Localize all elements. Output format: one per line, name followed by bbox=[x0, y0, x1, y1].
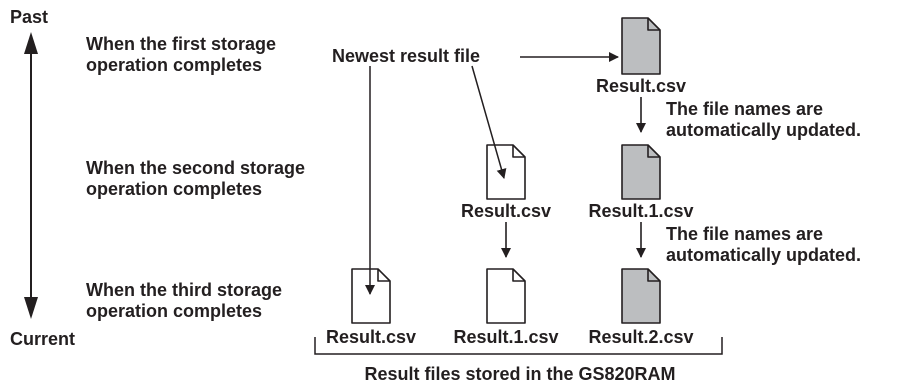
file-label-stage3-oldest: Result.2.csv bbox=[588, 327, 694, 347]
file-icon-stage1-newest bbox=[621, 17, 661, 75]
file-icon-stage3-oldest bbox=[621, 268, 661, 324]
stage-label-first: When the first storage operation complet… bbox=[86, 34, 277, 75]
update-note-1: The file names are automatically updated… bbox=[666, 99, 862, 140]
file-label-stage3-middle: Result.1.csv bbox=[453, 327, 559, 347]
current-label: Current bbox=[10, 329, 76, 349]
file-icon-stage3-middle bbox=[486, 268, 526, 324]
storage-caption: Result files stored in the GS820RAM bbox=[364, 364, 676, 384]
file-label-stage2-newest: Result.csv bbox=[460, 201, 552, 221]
file-label-stage2-older: Result.1.csv bbox=[588, 201, 694, 221]
stage-label-second: When the second storage operation comple… bbox=[86, 158, 306, 199]
newest-result-label: Newest result file bbox=[332, 46, 481, 66]
file-icon-stage3-newest bbox=[351, 268, 391, 324]
file-icon-stage2-newest bbox=[486, 144, 526, 200]
time-axis-arrow bbox=[24, 32, 38, 319]
update-note-2: The file names are automatically updated… bbox=[666, 224, 862, 265]
newest-pointer-arrows bbox=[365, 52, 619, 295]
storage-bracket bbox=[314, 337, 723, 355]
file-label-stage3-newest: Result.csv bbox=[325, 327, 417, 347]
file-label-stage1-newest: Result.csv bbox=[595, 76, 687, 96]
file-icon-stage2-older bbox=[621, 144, 661, 200]
update-arrows bbox=[501, 97, 646, 258]
stage-label-third: When the third storage operation complet… bbox=[86, 280, 283, 321]
past-label: Past bbox=[10, 7, 49, 27]
